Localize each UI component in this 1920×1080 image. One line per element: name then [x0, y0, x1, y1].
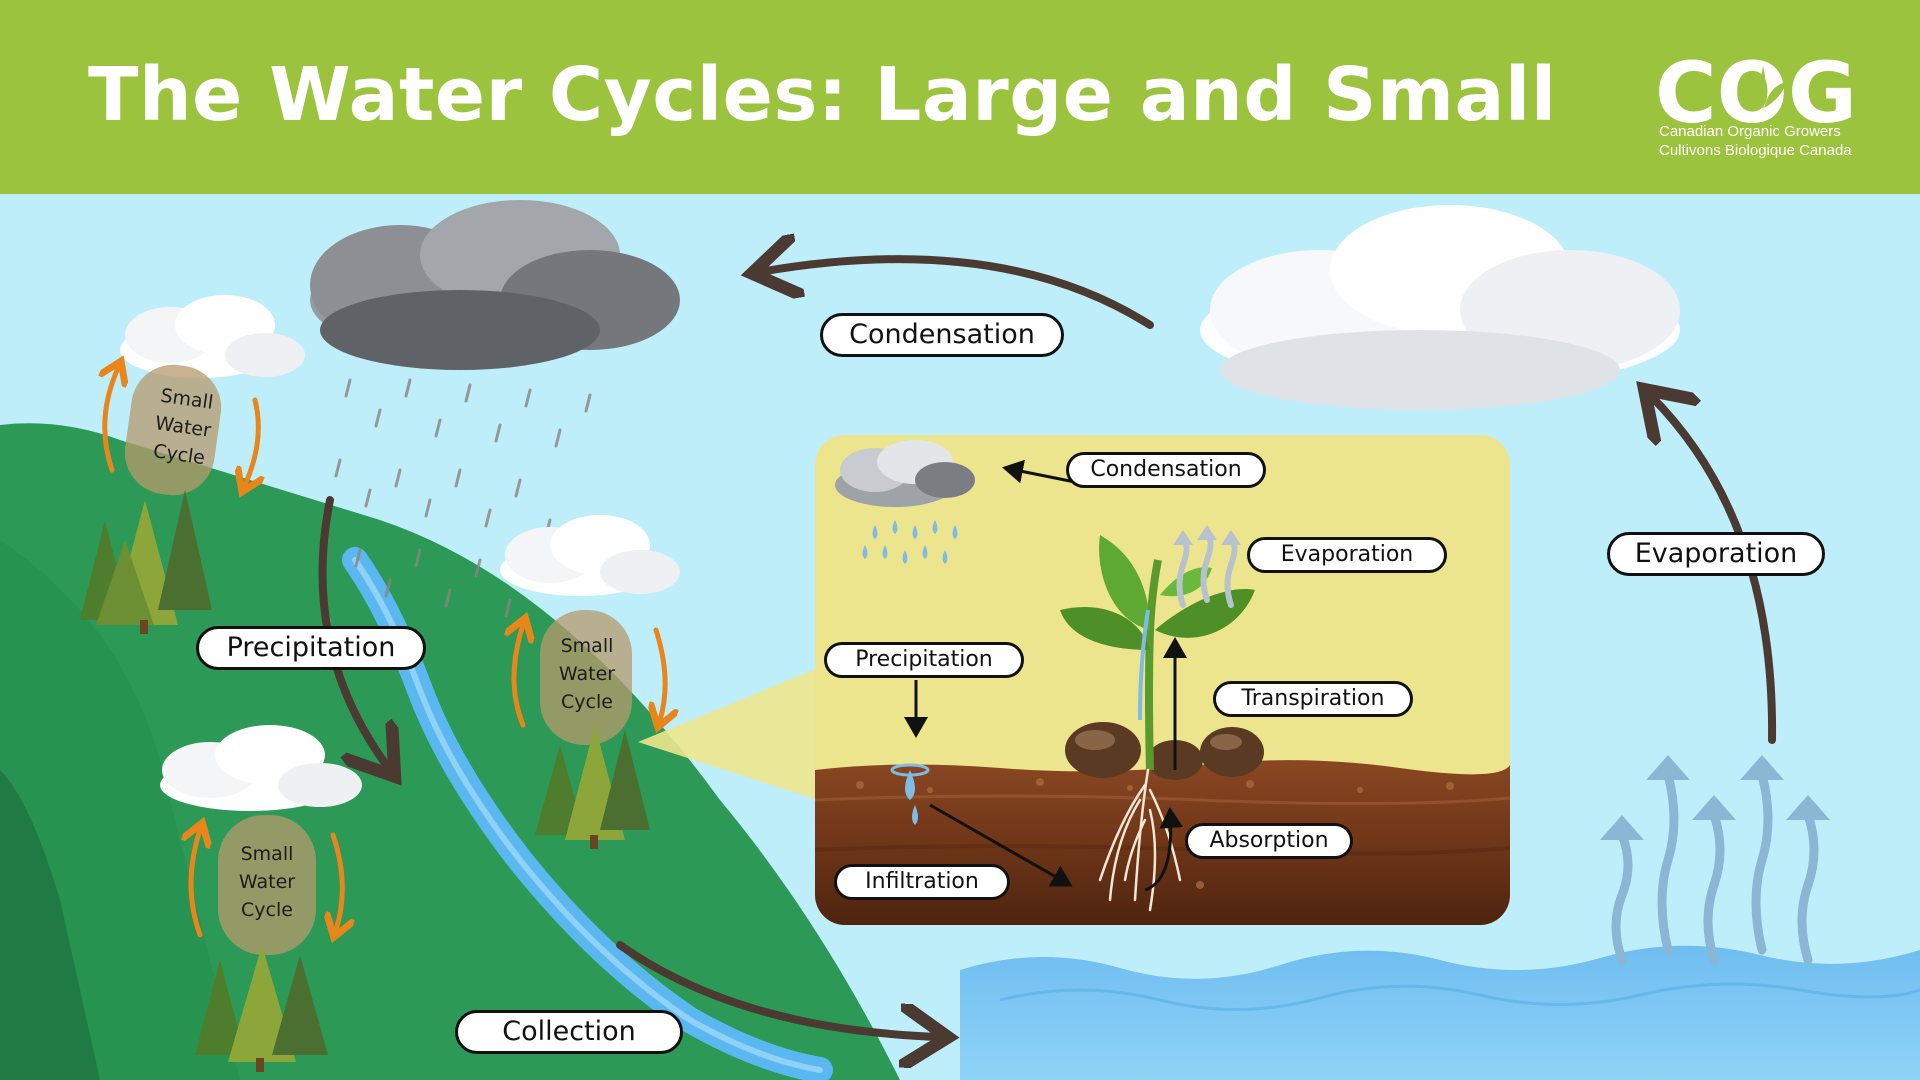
header-bar: The Water Cycles: Large and Small COG Ca…: [0, 0, 1920, 194]
small-water-cycle-label-2: Small Water Cycle: [558, 635, 616, 713]
steam-arrow-heads: [1173, 525, 1241, 545]
inset-panel: [815, 435, 1510, 925]
page-title: The Water Cycles: Large and Small: [88, 52, 1557, 138]
ocean: [960, 945, 1920, 1080]
small-water-cycle-3: [191, 815, 342, 955]
collection-label: Collection: [455, 1010, 683, 1054]
leaf-icon: [1739, 66, 1787, 110]
precipitation-label: Precipitation: [196, 626, 426, 670]
cloud-icon: [120, 295, 305, 378]
cloud-icon: [500, 515, 680, 596]
inset-evaporation-label: Evaporation: [1247, 537, 1447, 573]
cloud-icon: [160, 725, 362, 811]
water-drop-icon: [890, 763, 930, 825]
inset-precipitation-label: Precipitation: [824, 642, 1024, 678]
cog-logo: COG Canadian Organic Growers Cultivons B…: [1655, 50, 1865, 165]
inset-infiltration-label: Infiltration: [834, 864, 1010, 900]
steam-arrow-heads: [1600, 755, 1830, 840]
small-water-cycle-label-1: Small Water Cycle: [151, 384, 215, 470]
pine-tree-icon: [535, 725, 650, 849]
rain-cloud-icon: [835, 440, 975, 564]
inset-infiltration-arrow: [929, 803, 1073, 887]
inset-absorption-label: Absorption: [1185, 823, 1353, 859]
condensation-arrow: [760, 259, 1154, 329]
logo-line-french: Cultivons Biologique Canada: [1659, 142, 1852, 159]
cloud-icon: [1200, 205, 1680, 410]
roots-icon: [1098, 768, 1182, 912]
steam-arrow-icon: [1611, 770, 1819, 965]
rain-cloud-icon: [310, 200, 680, 638]
inset-callout-pointer: [638, 668, 818, 800]
pine-tree-icon: [195, 945, 328, 1072]
small-water-cycle-1: [105, 359, 259, 500]
logo-mark: COG: [1655, 50, 1857, 128]
logo-line-english: Canadian Organic Growers: [1659, 123, 1841, 140]
condensation-label: Condensation: [820, 313, 1064, 357]
inset-transpiration-label: Transpiration: [1213, 681, 1413, 717]
pine-tree-icon: [80, 490, 212, 634]
small-water-cycle-label-3: Small Water Cycle: [238, 843, 296, 921]
logo-mark-text: COG: [1655, 50, 1857, 128]
collection-arrow: [616, 941, 940, 1037]
evaporation-label: Evaporation: [1607, 532, 1825, 576]
inset-absorption-arrow: [1144, 807, 1184, 892]
small-water-cycle-2: [514, 610, 665, 745]
inset-condensation-label: Condensation: [1066, 452, 1266, 488]
